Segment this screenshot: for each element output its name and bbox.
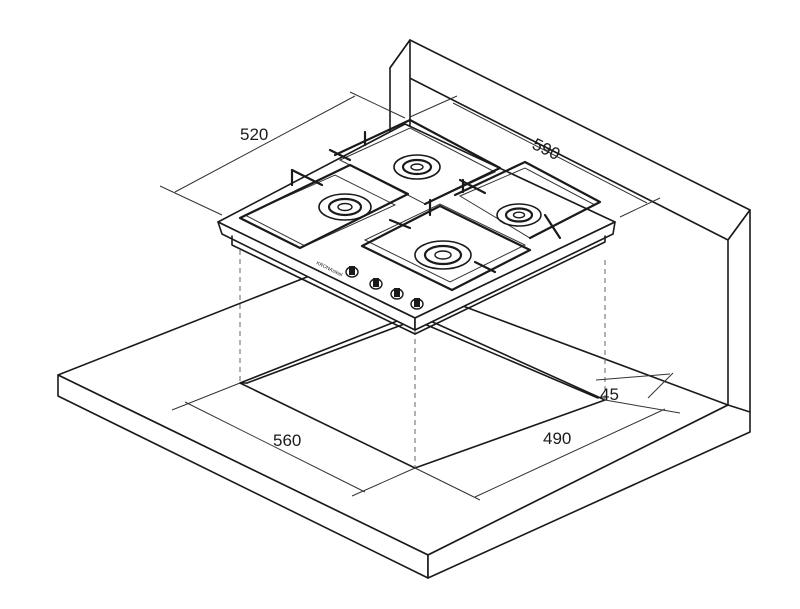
- burners: [318, 154, 542, 270]
- knob-3: [390, 288, 404, 300]
- knob-1: [345, 266, 359, 278]
- dimension-45: 45: [595, 372, 674, 404]
- dimension-label-45: 45: [600, 385, 619, 404]
- dimension-490: 490: [414, 399, 681, 501]
- dimension-label-490: 490: [543, 429, 571, 448]
- dimension-520: 520: [159, 91, 406, 216]
- projection-lines: [239, 250, 606, 468]
- dimension-label-560: 560: [273, 431, 301, 450]
- gas-hob: KRONAsteel: [217, 118, 616, 335]
- knob-4: [410, 298, 424, 310]
- knob-2: [369, 278, 383, 290]
- control-knobs: [345, 266, 424, 310]
- dimension-560: 560: [171, 382, 416, 497]
- dimension-label-520: 520: [240, 125, 268, 144]
- pan-supports: [238, 118, 602, 292]
